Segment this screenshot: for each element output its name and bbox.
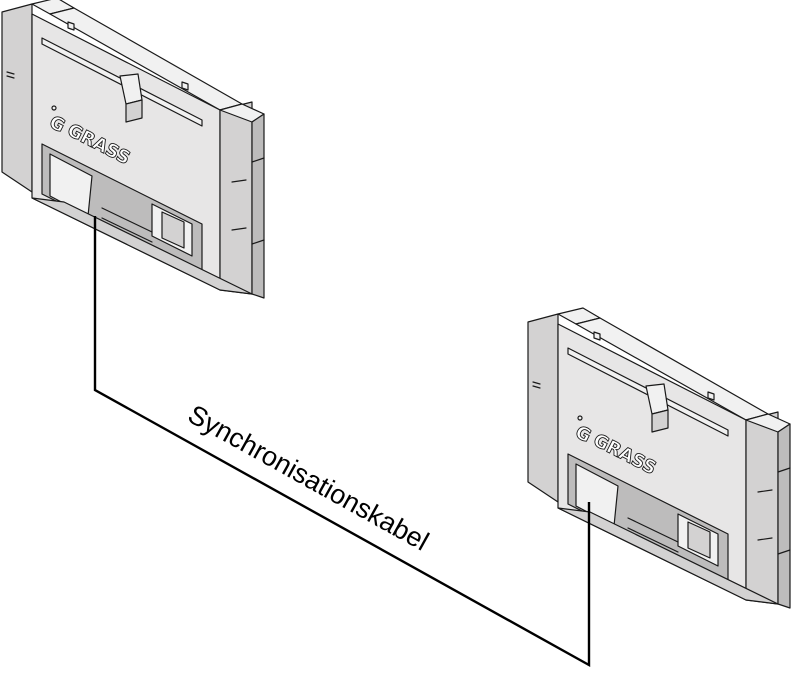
device-bottom-right: G GRASS — [527, 307, 791, 609]
synchronisation-cable — [93, 216, 591, 668]
cable-label: Synchronisationskabel — [183, 399, 434, 557]
device-top-left: G GRASS — [1, 0, 265, 299]
